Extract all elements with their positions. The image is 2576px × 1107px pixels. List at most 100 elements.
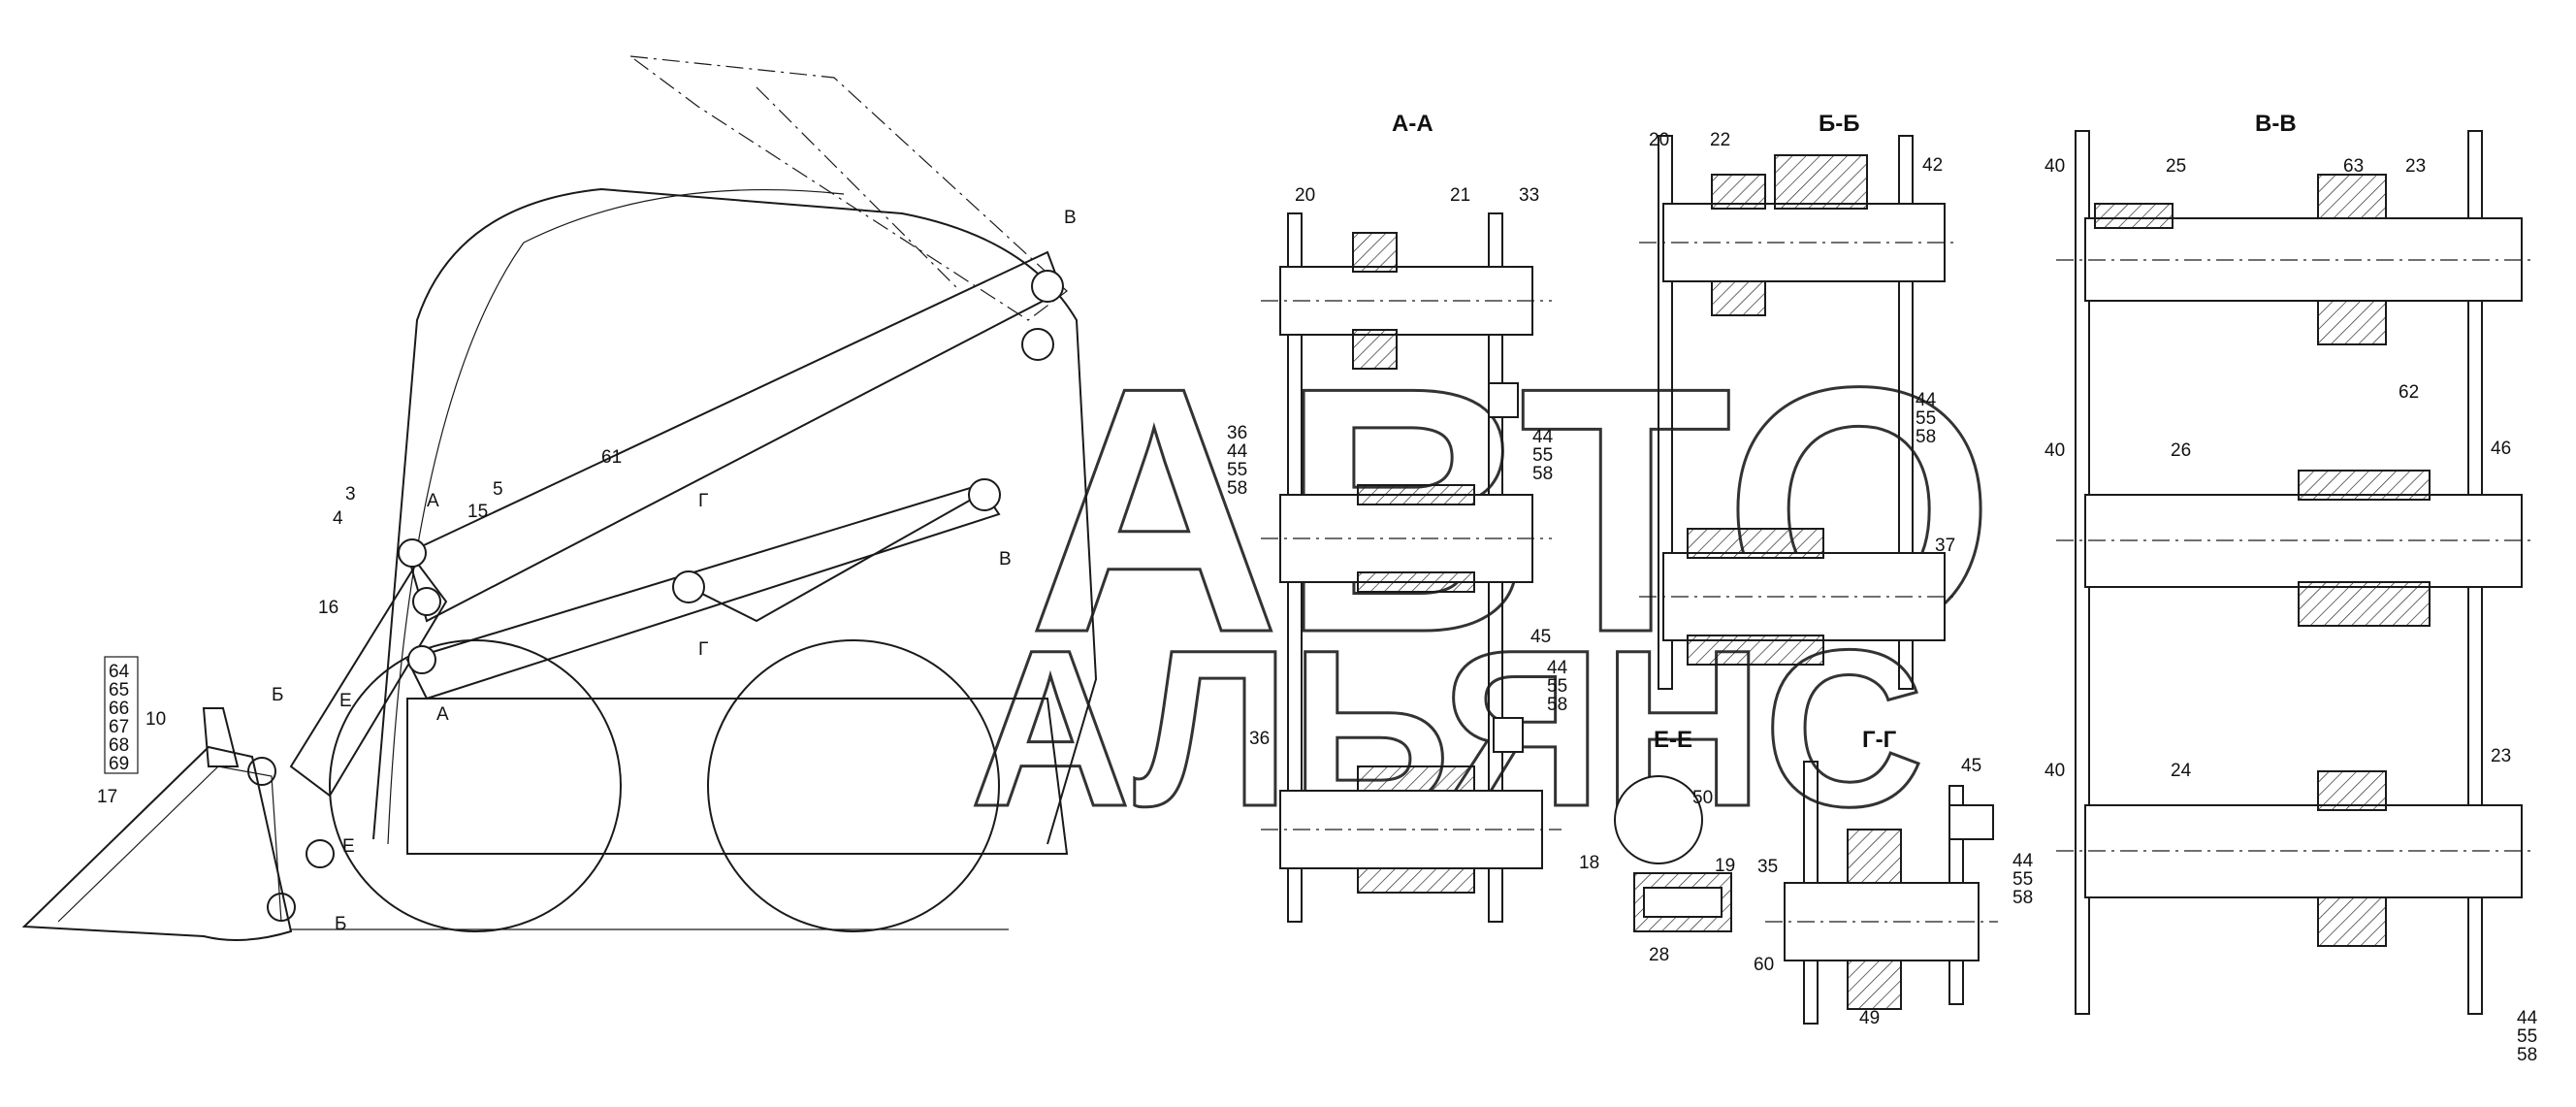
ee-label-19: 19 xyxy=(1715,856,1735,876)
vv-bush-2b xyxy=(2298,581,2431,627)
vv-bush-1c xyxy=(2317,300,2387,345)
vv-label-44: 44 xyxy=(2517,1008,2538,1028)
aa-pin-3 xyxy=(1279,790,1543,869)
raised-arm-phantom xyxy=(628,55,1068,321)
aa-bush-1a xyxy=(1352,232,1398,273)
gg-label-60: 60 xyxy=(1754,955,1774,975)
gg-label-58: 58 xyxy=(2012,888,2033,908)
bb-bush-2a xyxy=(1687,528,1824,559)
aa-bush-3a xyxy=(1357,765,1475,792)
main-view: А А Б Б В В Г Г Е Е 3 4 5 15 16 61 10 17… xyxy=(21,55,1098,941)
bb-plate-left xyxy=(1658,135,1673,690)
aa-label-20: 20 xyxy=(1295,185,1315,206)
aa-label-21: 21 xyxy=(1450,185,1470,206)
pivot-top xyxy=(1031,270,1064,303)
bb-label-55: 55 xyxy=(1916,408,1936,429)
label-10: 10 xyxy=(145,709,166,730)
section-gg: Г-Г 45 35 44 55 58 60 49 xyxy=(1754,727,2034,1028)
aa-label-36b: 36 xyxy=(1249,729,1270,749)
gg-label-35: 35 xyxy=(1757,857,1778,877)
label-17: 17 xyxy=(97,787,117,807)
chassis xyxy=(406,698,1069,855)
bb-plate-right xyxy=(1898,135,1914,690)
aa-label-58a: 58 xyxy=(1227,478,1247,499)
cut-mark-b-top: Б xyxy=(272,685,283,705)
boom-arm-lower xyxy=(405,483,1001,700)
gg-label-55: 55 xyxy=(2012,869,2033,890)
ee-label-50: 50 xyxy=(1692,788,1713,808)
vv-label-25: 25 xyxy=(2166,156,2186,177)
section-aa: А-А 20 21 33 36 44 55 58 44 55 58 45 44 … xyxy=(1227,111,1568,923)
bb-bush-2b xyxy=(1687,635,1824,666)
aa-label-58c: 58 xyxy=(1547,695,1567,715)
gg-bush-a xyxy=(1847,829,1902,884)
cut-mark-a-top: А xyxy=(427,491,439,511)
pivot-bucket-a xyxy=(247,757,276,786)
bb-label-44: 44 xyxy=(1916,390,1937,410)
bb-label-58: 58 xyxy=(1916,427,1936,447)
vv-label-63: 63 xyxy=(2343,156,2364,177)
cut-mark-e-top: Е xyxy=(339,691,352,711)
main-view-labels: 3 4 5 15 16 61 10 17 64 65 66 67 68 69 xyxy=(97,447,622,807)
vv-bush-3a xyxy=(2317,770,2387,811)
aa-bush-3b xyxy=(1357,867,1475,894)
pivot-cyl-front xyxy=(672,570,705,603)
section-aa-title: А-А xyxy=(1392,111,1433,137)
bb-bush-1a xyxy=(1711,174,1766,210)
bb-label-37: 37 xyxy=(1935,536,1955,556)
rear-wheel xyxy=(707,639,1000,932)
bb-label-22: 22 xyxy=(1710,130,1730,150)
label-61: 61 xyxy=(601,447,622,468)
gg-bolt xyxy=(1948,804,1994,840)
section-vv: В-В 40 25 63 23 62 40 26 46 40 24 23 44 … xyxy=(2045,111,2538,1065)
lift-cylinder xyxy=(678,494,981,623)
section-vv-title: В-В xyxy=(2255,111,2297,137)
gg-label-49: 49 xyxy=(1859,1008,1880,1028)
vv-label-40c: 40 xyxy=(2045,761,2065,781)
raised-arm-centre xyxy=(756,86,961,292)
cut-mark-a-bottom: А xyxy=(436,704,449,725)
label-stack-box xyxy=(104,656,139,774)
bb-label-42: 42 xyxy=(1922,155,1943,176)
pivot-mid xyxy=(1021,328,1054,361)
ee-ball xyxy=(1614,775,1703,864)
gg-bush-b xyxy=(1847,960,1902,1010)
front-wheel xyxy=(329,639,622,932)
bb-block xyxy=(1774,154,1868,210)
bucket-lug xyxy=(202,707,240,767)
boom-front-link xyxy=(289,561,448,798)
aa-bolt-2 xyxy=(1493,717,1524,753)
vv-label-23a: 23 xyxy=(2405,156,2426,177)
label-68: 68 xyxy=(109,735,129,756)
cut-mark-g-top: Г xyxy=(698,491,708,511)
pivot-bucket-b xyxy=(306,839,335,868)
label-66: 66 xyxy=(109,699,129,719)
aa-bush-2a xyxy=(1357,484,1475,505)
vv-label-23b: 23 xyxy=(2491,746,2511,766)
boom-arm-upper xyxy=(405,250,1064,623)
aa-label-55c: 55 xyxy=(1547,676,1567,697)
gg-label-44: 44 xyxy=(2012,851,2034,871)
bb-label-20: 20 xyxy=(1649,130,1669,150)
pivot-cyl xyxy=(968,478,1001,511)
vv-bush-2a xyxy=(2298,470,2431,501)
aa-bush-1b xyxy=(1352,329,1398,370)
label-69: 69 xyxy=(109,754,129,774)
aa-label-44b: 44 xyxy=(1532,427,1554,447)
ee-label-28: 28 xyxy=(1649,945,1669,965)
pivot-arm-a xyxy=(398,538,427,568)
label-5: 5 xyxy=(493,479,503,500)
gg-label-45: 45 xyxy=(1961,756,1981,776)
cut-mark-b-bottom: Б xyxy=(335,914,346,934)
pivot-arm-c xyxy=(407,645,436,674)
vv-bush-1b xyxy=(2317,174,2387,219)
bucket-inner xyxy=(57,765,282,923)
vv-label-46: 46 xyxy=(2491,439,2511,459)
section-bb: Б-Б 20 22 42 44 55 58 37 xyxy=(1639,111,1959,690)
ee-bolt xyxy=(1643,887,1723,918)
label-16: 16 xyxy=(318,598,338,618)
label-4: 4 xyxy=(333,508,343,529)
label-67: 67 xyxy=(109,717,129,737)
vv-label-62: 62 xyxy=(2399,382,2419,403)
